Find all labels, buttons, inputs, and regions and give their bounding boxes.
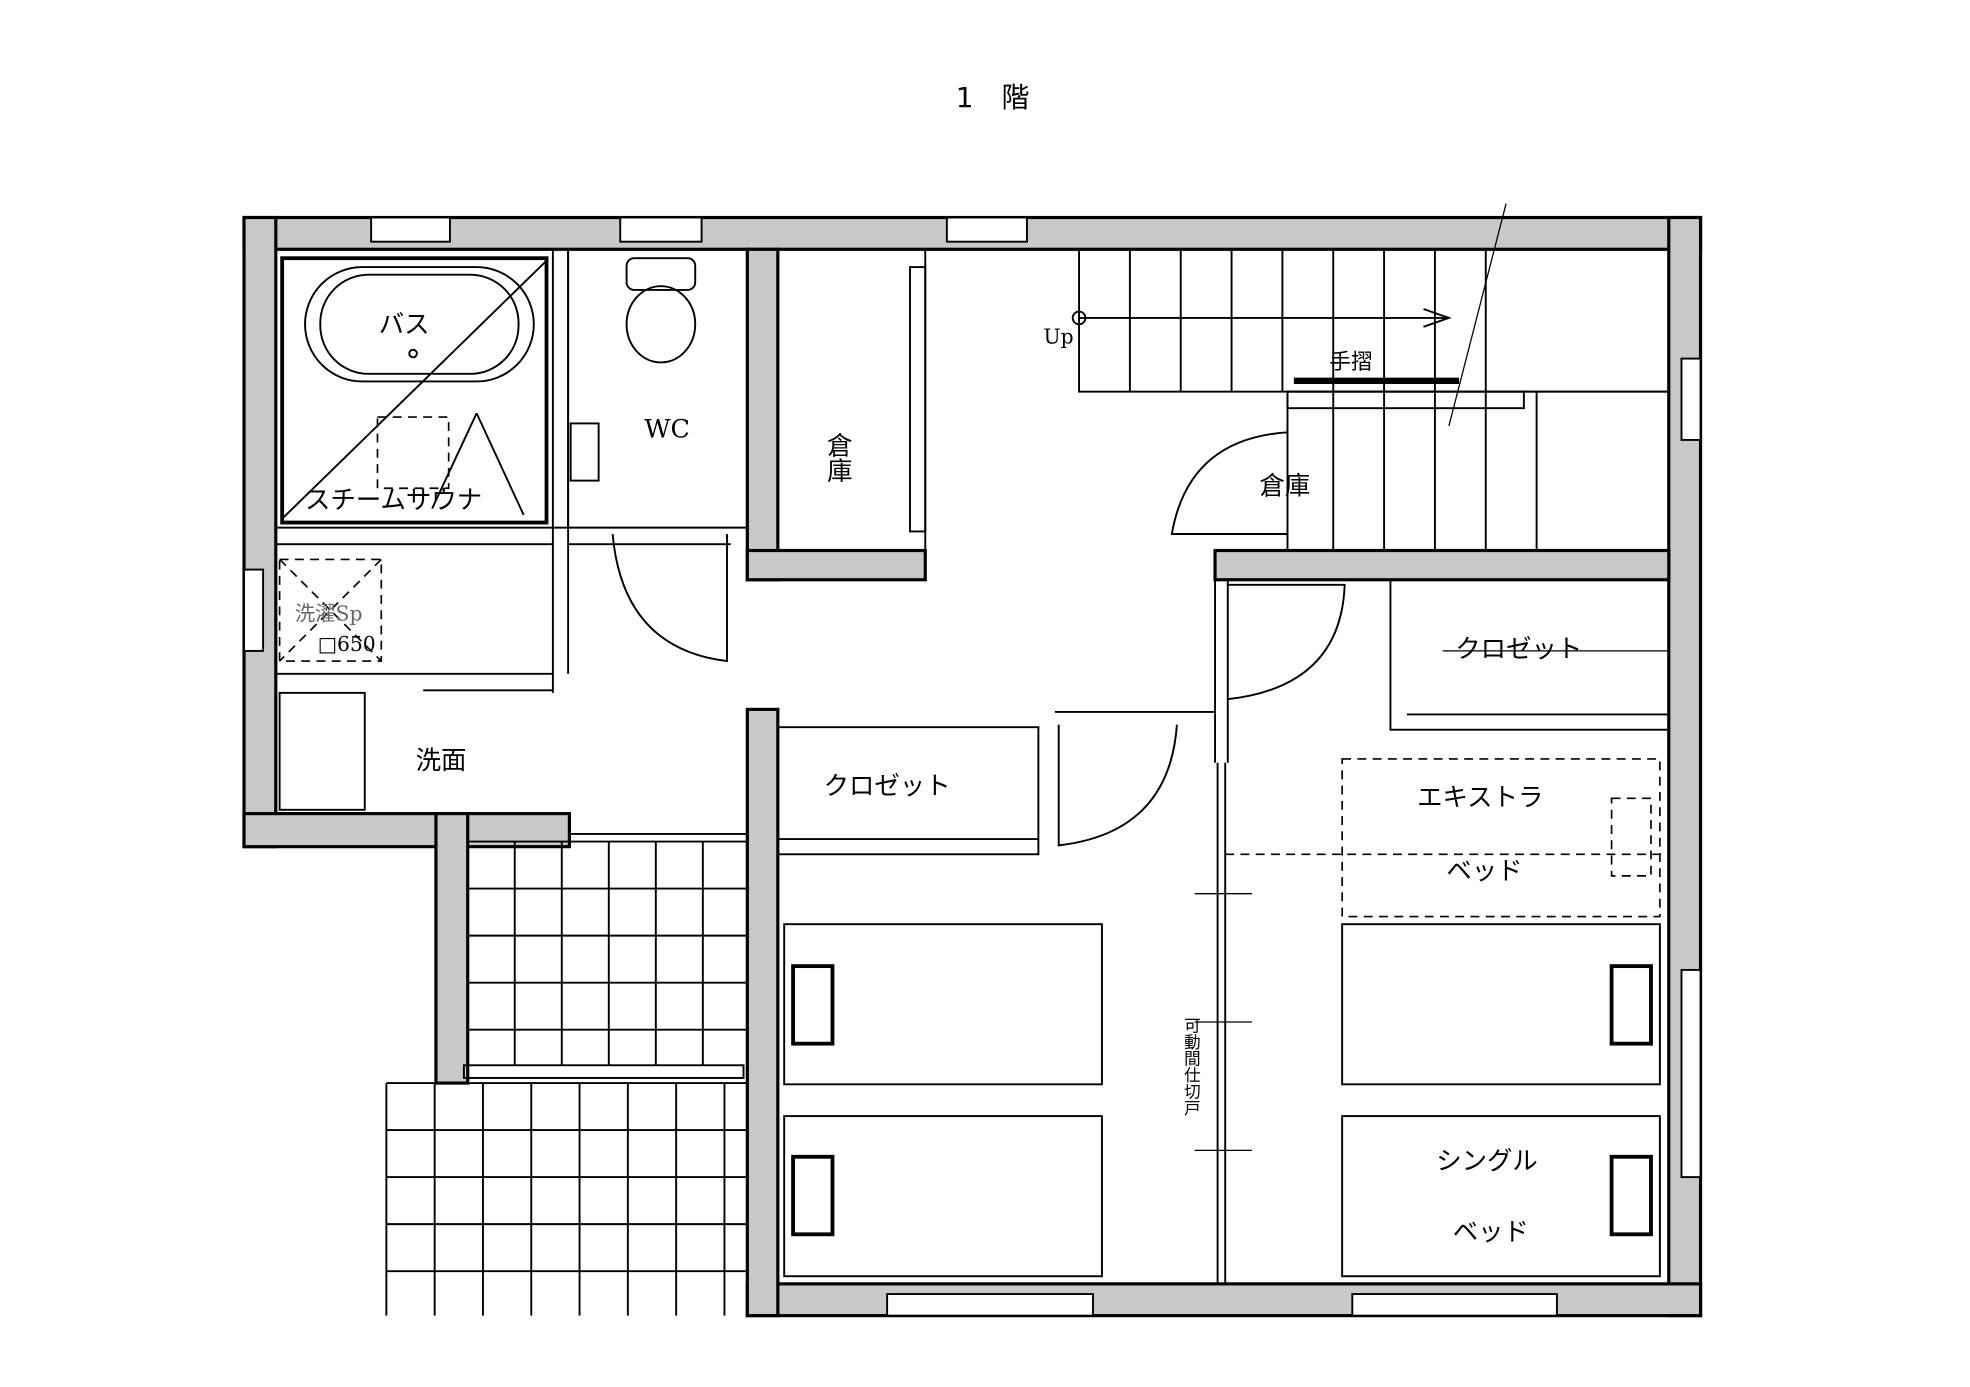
closets: クロゼット クロゼット <box>776 578 1670 856</box>
washroom: 洗濯Sp □650 洗面 <box>275 543 553 811</box>
entrance-tiles <box>385 832 748 1316</box>
handrail-label: 手摺 <box>1329 350 1372 375</box>
vanity <box>278 691 366 811</box>
storage-left-label: 倉庫 <box>824 432 854 483</box>
extra-bed-label-1: エキストラ <box>1417 782 1543 812</box>
storage-door <box>1170 431 1288 535</box>
wc-room: WC <box>551 249 748 693</box>
laundry-size: □650 <box>318 632 376 656</box>
beds: エキストラ ベッド シングル ベッド <box>783 758 1661 1278</box>
closet-right-label: クロゼット <box>1455 633 1582 663</box>
bed <box>1341 1115 1661 1278</box>
single-bed-label-2: ベッド <box>1453 1217 1529 1247</box>
up-label: Up <box>1043 324 1073 348</box>
single-bed-label-1: シングル <box>1436 1145 1538 1175</box>
windows <box>243 216 1702 1317</box>
wc-door <box>611 533 728 663</box>
bed <box>783 923 1103 1086</box>
washroom-label: 洗面 <box>416 745 467 775</box>
floor-title: 1 階 <box>956 81 1030 114</box>
doors <box>1054 579 1346 847</box>
bathroom: バス スチームサウナ <box>274 248 570 529</box>
partition-label: 可動間仕切戸 <box>1181 1017 1200 1116</box>
sauna-label: スチームサウナ <box>305 485 482 515</box>
bed <box>1341 923 1661 1086</box>
staircase: Up 手摺 倉庫 <box>1043 203 1670 552</box>
storage-left: 倉庫 <box>776 248 927 552</box>
entrance-door <box>462 1064 745 1079</box>
toilet <box>625 285 697 364</box>
bathtub <box>304 266 535 383</box>
bed <box>783 1115 1103 1278</box>
movable-partition: 可動間仕切戸 <box>1181 762 1669 1284</box>
bath-label: バス <box>379 309 430 339</box>
extra-bed <box>1341 758 1661 918</box>
laundry-label: 洗濯Sp <box>295 601 363 625</box>
wc-label: WC <box>644 413 690 443</box>
storage-stairs-label: 倉庫 <box>1260 471 1311 501</box>
extra-bed-label-2: ベッド <box>1446 856 1522 886</box>
closet-left-label: クロゼット <box>824 771 951 801</box>
